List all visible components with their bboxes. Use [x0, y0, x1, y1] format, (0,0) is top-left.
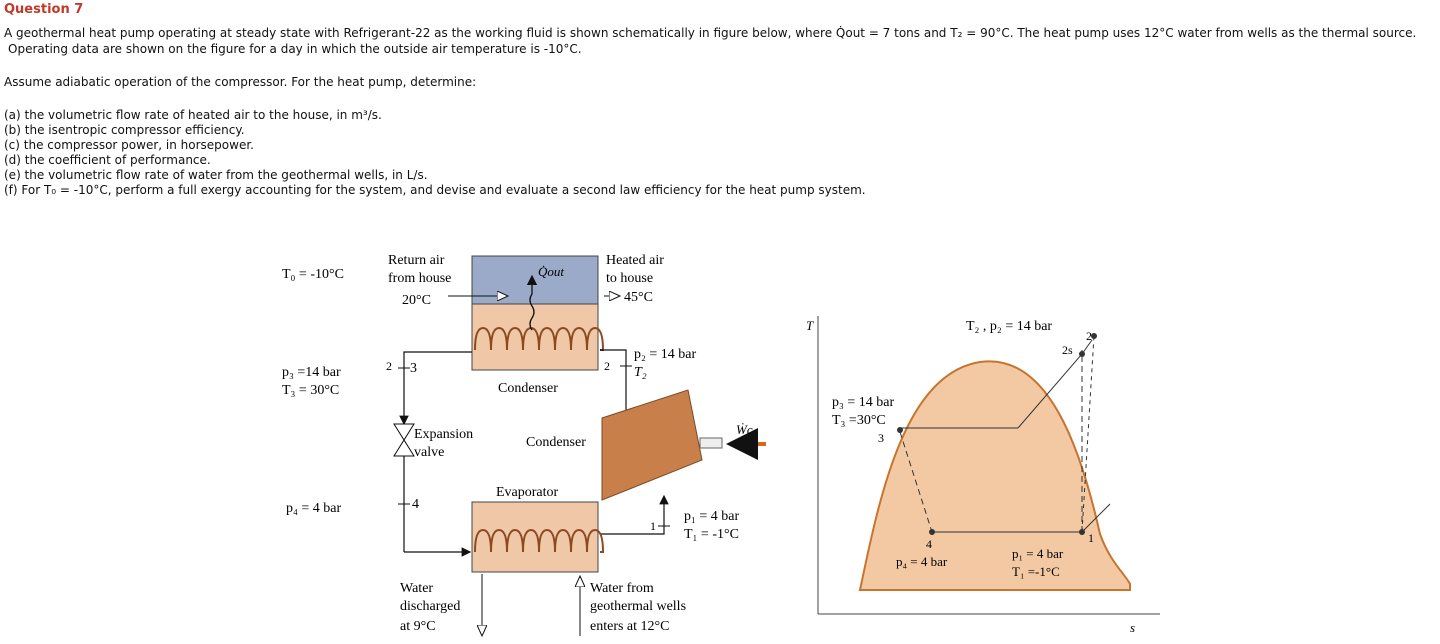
- question-item-c: (c) the compressor power, in horsepower.: [4, 138, 254, 152]
- qout-label: Q̇out: [538, 264, 564, 279]
- state-1-label: 1: [650, 519, 656, 533]
- condenser-label: Condenser: [498, 381, 558, 396]
- heat-pump-schematic: T₀ = -10°C Return air from house 20°C Q̇…: [282, 253, 766, 644]
- water-out-line2: discharged: [400, 599, 460, 614]
- compressor-shaft: [699, 437, 723, 449]
- saturation-dome: [858, 360, 1131, 591]
- point-2s: [1079, 351, 1085, 357]
- ts-top-label: T₂ , p₂ = 14 bar: [966, 319, 1052, 334]
- point-4: [929, 529, 935, 535]
- return-air-line1: Return air: [388, 253, 445, 268]
- line-evaporator-to-compressor: [600, 494, 669, 535]
- intro-line-1: A geothermal heat pump operating at stea…: [4, 26, 1417, 40]
- point-3: [897, 427, 903, 433]
- outside-temp-label: T₀ = -10°C: [282, 267, 344, 282]
- ts-point-3: 3: [878, 431, 884, 445]
- evaporator-coil: [474, 528, 605, 553]
- water-out-line3: at 9°C: [400, 619, 436, 634]
- t2-label: T₂: [634, 365, 647, 380]
- isobar-lower: [1081, 503, 1111, 533]
- question-item-a: (a) the volumetric flow rate of heated a…: [4, 108, 382, 122]
- expansion-valve-icon: [393, 423, 415, 457]
- state-2-left: 2: [386, 359, 392, 373]
- state-2-right: 2: [604, 359, 610, 373]
- heated-air-line2: to house: [606, 271, 653, 286]
- compressor-body: [601, 389, 703, 501]
- state-4-label: 4: [412, 497, 419, 512]
- t1-label: T₁ = -1°C: [684, 527, 739, 542]
- line-3-4: [899, 431, 933, 533]
- question-item-f: (f) For T₀ = -10°C, perform a full exerg…: [4, 183, 866, 197]
- ts-point-4: 4: [926, 537, 932, 551]
- axis-t-label: T: [806, 318, 814, 333]
- question-item-b: (b) the isentropic compressor efficiency…: [4, 123, 245, 137]
- expansion-valve-line1: Expansion: [414, 427, 473, 442]
- qout-arrow: [526, 274, 538, 331]
- condenser-label-2: Condenser: [526, 435, 586, 450]
- ts-point-2s: 2s: [1062, 343, 1073, 357]
- p2-label: p₂ = 14 bar: [634, 347, 696, 362]
- water-in-line3: enters at 12°C: [590, 619, 669, 634]
- line-condenser-to-valve: [399, 351, 472, 426]
- water-in-line2: geothermal wells: [590, 599, 686, 614]
- ts-p4-label: p₄ = 4 bar: [896, 554, 948, 569]
- line-1-2: [1081, 335, 1095, 533]
- t3-label: T₃ = 30°C: [282, 383, 339, 398]
- line-compressor-to-condenser: [600, 349, 627, 418]
- water-out-line1: Water: [400, 581, 433, 596]
- intro-line-2: Operating data are shown on the figure f…: [8, 42, 582, 56]
- point-1: [1079, 529, 1085, 535]
- question-item-d: (d) the coefficient of performance.: [4, 153, 211, 167]
- heated-air-temp: 45°C: [624, 290, 653, 305]
- heated-air-line1: Heated air: [606, 253, 664, 268]
- evaporator-box: [471, 501, 599, 573]
- point-2: [1091, 333, 1097, 339]
- p4-label: p₄ = 4 bar: [286, 501, 341, 516]
- ts-p1-label: p₁ = 4 bar: [1012, 546, 1064, 561]
- expansion-valve-line2: valve: [414, 445, 444, 460]
- question-title: Question 7: [4, 2, 84, 17]
- ts-point-2: 2: [1086, 329, 1092, 343]
- ts-t3-label: T₃ =30°C: [832, 413, 886, 428]
- wc-label: Ẇc: [736, 422, 753, 437]
- question-item-e: (e) the volumetric flow rate of water fr…: [4, 168, 428, 182]
- p3-label: p₃ =14 bar: [282, 365, 341, 380]
- return-air-temp: 20°C: [402, 293, 431, 308]
- ts-t1-label: T₁ =-1°C: [1012, 564, 1060, 579]
- assume-text: Assume adiabatic operation of the compre…: [4, 75, 477, 89]
- evaporator-label: Evaporator: [496, 485, 559, 500]
- ts-diagram: T s T₂ , p₂ = 14 bar 2 2s p₃ = 14 bar T₃…: [806, 316, 1160, 635]
- return-air-line2: from house: [388, 271, 451, 286]
- state-3-label: 3: [410, 361, 417, 376]
- water-in-line1: Water from: [590, 581, 654, 596]
- axis-s-label: s: [1130, 620, 1135, 635]
- ts-p3-label: p₃ = 14 bar: [832, 395, 894, 410]
- p1-label: p₁ = 4 bar: [684, 509, 739, 524]
- question-list: (a) the volumetric flow rate of heated a…: [4, 108, 866, 198]
- air-duct: [471, 255, 599, 305]
- condenser-coil: [474, 326, 605, 351]
- ts-point-1: 1: [1088, 531, 1094, 545]
